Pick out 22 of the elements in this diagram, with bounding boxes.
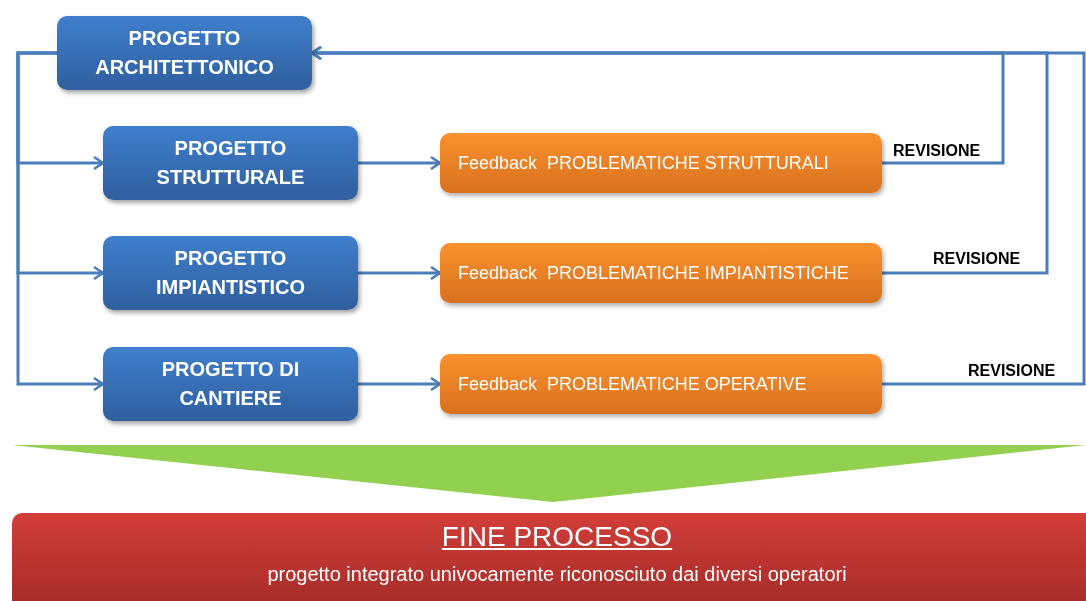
box-label: PROGETTO STRUTTURALE [155, 136, 306, 190]
process-box [57, 16, 312, 90]
box-subtitle: progetto integrato univocamente riconosciuto dai diversi operatori [267, 562, 847, 587]
connector-arrow [310, 45, 1086, 386]
process-box [103, 236, 358, 310]
feedback-box [440, 354, 882, 414]
box-label: PROGETTO IMPIANTISTICO [155, 246, 306, 300]
box-label: Feedback PROBLEMATICHE OPERATIVE [458, 372, 807, 396]
process-box [103, 347, 358, 421]
box-label: Feedback PROBLEMATICHE STRUTTURALI [458, 151, 829, 175]
connector-arrow [358, 265, 442, 281]
box-title: FINE PROCESSO [441, 520, 673, 554]
feedback-box [440, 243, 882, 303]
box-label: Feedback PROBLEMATICHE IMPIANTISTICHE [458, 261, 849, 285]
connector-arrow [358, 376, 442, 392]
box-label: PROGETTO DI CANTIERE [160, 357, 301, 411]
connector-arrow [358, 155, 442, 171]
process-box [103, 126, 358, 200]
feedback-box [440, 133, 882, 193]
box-label: PROGETTO ARCHITETTONICO [94, 26, 275, 80]
connector-arrow [16, 51, 105, 392]
end-process-box [12, 513, 1086, 601]
